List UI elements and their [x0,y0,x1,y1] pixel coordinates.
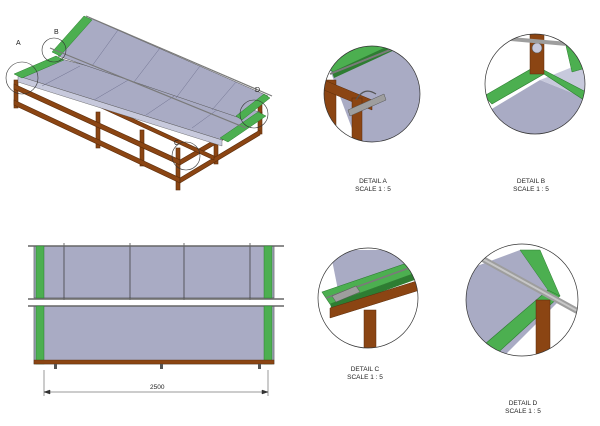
detail-c-label: DETAIL C SCALE 1 : 5 [332,366,398,382]
callout-label-c: C [174,140,180,147]
callout-label-d: D [255,87,261,94]
detail-d-label: DETAIL D SCALE 1 : 5 [490,400,556,416]
detail-a-label: DETAIL A SCALE 1 : 5 [340,178,406,194]
detail-c-scale: SCALE 1 : 5 [347,374,383,381]
detail-c-view [317,247,419,349]
isometric-view [5,15,273,191]
dimension-line [43,370,269,396]
callout-label-b: B [54,29,59,36]
detail-b-label: DETAIL B SCALE 1 : 5 [498,178,564,194]
front-view [28,243,284,396]
detail-a-title: DETAIL A [359,178,387,185]
detail-c-title: DETAIL C [350,366,380,373]
detail-a-scale: SCALE 1 : 5 [355,186,391,193]
detail-b-view [484,33,586,135]
detail-b-title: DETAIL B [516,178,546,185]
detail-d-title: DETAIL D [508,400,538,407]
dimension-text: 2500 [148,384,167,391]
detail-a-view [323,45,421,143]
detail-d-view [465,243,579,357]
callout-label-a: A [16,40,21,47]
callout-circle-a [5,61,39,95]
callout-circle-b [41,37,67,63]
detail-d-scale: SCALE 1 : 5 [505,408,541,415]
callout-circle-c [171,141,201,171]
detail-b-scale: SCALE 1 : 5 [513,186,549,193]
callout-circle-d [239,99,269,129]
